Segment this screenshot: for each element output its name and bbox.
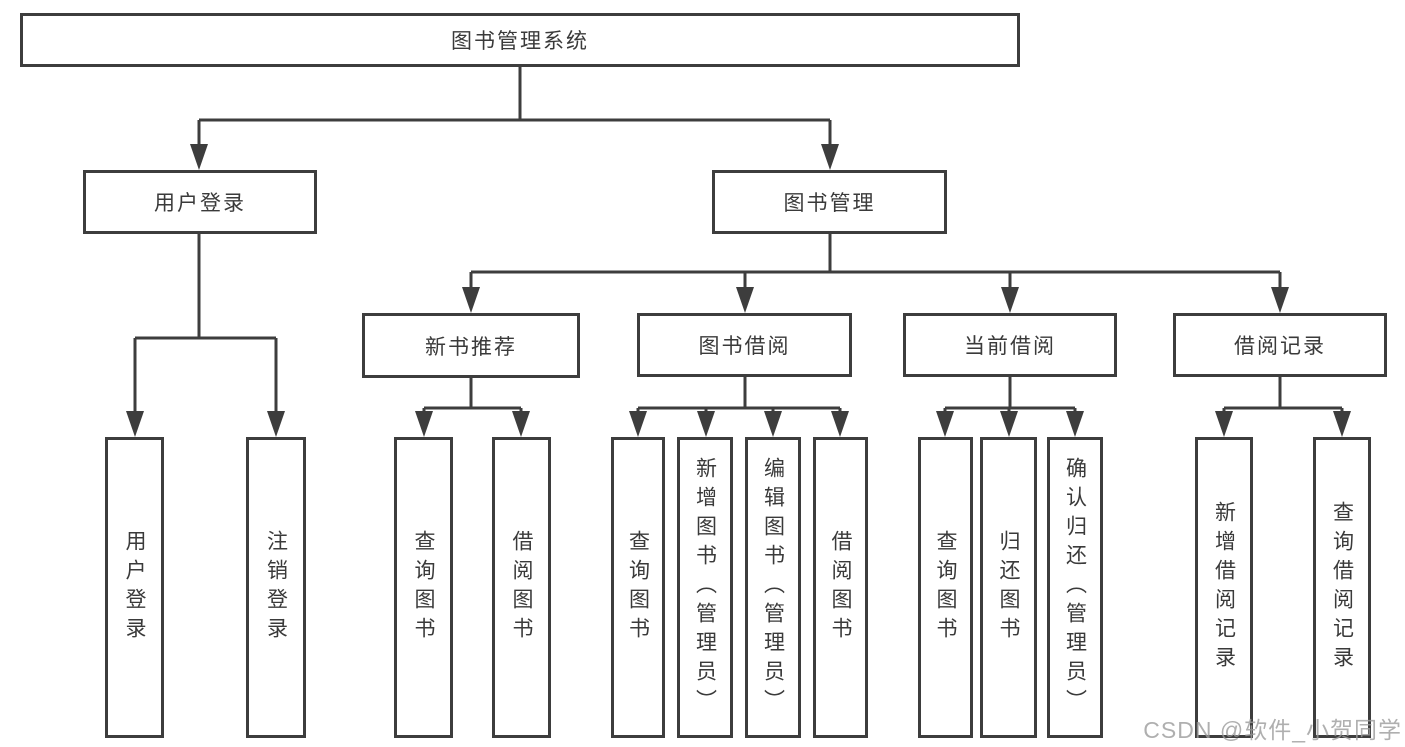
leaf-query-borrow-record-label: 查询借阅记录	[1330, 500, 1354, 675]
leaf-add-borrow-record: 新增借阅记录	[1195, 437, 1253, 738]
node-user-login-label: 用户登录	[154, 192, 246, 215]
node-current-borrow-label: 当前借阅	[964, 335, 1056, 358]
node-new-book-recommend: 新书推荐	[362, 313, 580, 378]
leaf-query-books-1: 查询图书	[394, 437, 453, 738]
leaf-borrow-books-2: 借阅图书	[813, 437, 868, 738]
node-new-book-recommend-label: 新书推荐	[425, 335, 517, 359]
leaf-add-book-admin: 新增图书（管理员）	[677, 437, 733, 738]
connector-user-login-to-leaves	[133, 234, 278, 413]
node-user-login: 用户登录	[83, 170, 317, 234]
leaf-return-books: 归还图书	[980, 437, 1037, 738]
connector-new-book-to-leaves	[422, 378, 523, 414]
leaf-query-books-2: 查询图书	[611, 437, 665, 738]
connector-root-to-level1	[197, 67, 832, 146]
connector-current-borrow-to-leaves	[943, 377, 1077, 414]
node-book-management-label: 图书管理	[783, 192, 876, 215]
leaf-borrow-books-2-label: 借阅图书	[829, 529, 852, 646]
leaf-return-books-label: 归还图书	[997, 529, 1020, 646]
arrowheads	[126, 144, 1351, 437]
node-root-system: 图书管理系统	[20, 13, 1020, 67]
leaf-confirm-return-admin-label: 确认归还（管理员）	[1063, 457, 1087, 718]
watermark: CSDN @软件_小贺同学	[1143, 717, 1402, 743]
node-borrow-records-label: 借阅记录	[1234, 335, 1326, 358]
node-root-system-label: 图书管理系统	[451, 30, 589, 53]
leaf-borrow-books-1-label: 借阅图书	[510, 529, 533, 646]
leaf-user-login-label: 用户登录	[123, 529, 146, 646]
leaf-query-books-3-label: 查询图书	[934, 529, 957, 646]
connector-borrow-records-to-leaves	[1222, 377, 1344, 414]
leaf-edit-book-admin: 编辑图书（管理员）	[745, 437, 801, 738]
leaf-edit-book-admin-label: 编辑图书（管理员）	[761, 457, 785, 718]
node-current-borrow: 当前借阅	[903, 313, 1117, 377]
leaf-logout: 注销登录	[246, 437, 306, 738]
leaf-logout-label: 注销登录	[264, 529, 288, 646]
leaf-query-books-3: 查询图书	[918, 437, 973, 738]
leaf-add-book-admin-label: 新增图书（管理员）	[693, 457, 717, 718]
leaf-user-login: 用户登录	[105, 437, 164, 738]
connector-book-management-to-level2	[469, 233, 1282, 289]
leaf-query-borrow-record: 查询借阅记录	[1313, 437, 1371, 738]
node-book-borrow: 图书借阅	[637, 313, 852, 377]
node-borrow-records: 借阅记录	[1173, 313, 1387, 377]
leaf-query-books-1-label: 查询图书	[412, 529, 435, 646]
leaf-add-borrow-record-label: 新增借阅记录	[1212, 500, 1236, 675]
leaf-borrow-books-1: 借阅图书	[492, 437, 551, 738]
leaf-confirm-return-admin: 确认归还（管理员）	[1047, 437, 1103, 738]
node-book-management: 图书管理	[712, 170, 947, 234]
connector-book-borrow-to-leaves	[636, 377, 842, 414]
node-book-borrow-label: 图书借阅	[698, 335, 791, 358]
leaf-query-books-2-label: 查询图书	[626, 529, 650, 646]
